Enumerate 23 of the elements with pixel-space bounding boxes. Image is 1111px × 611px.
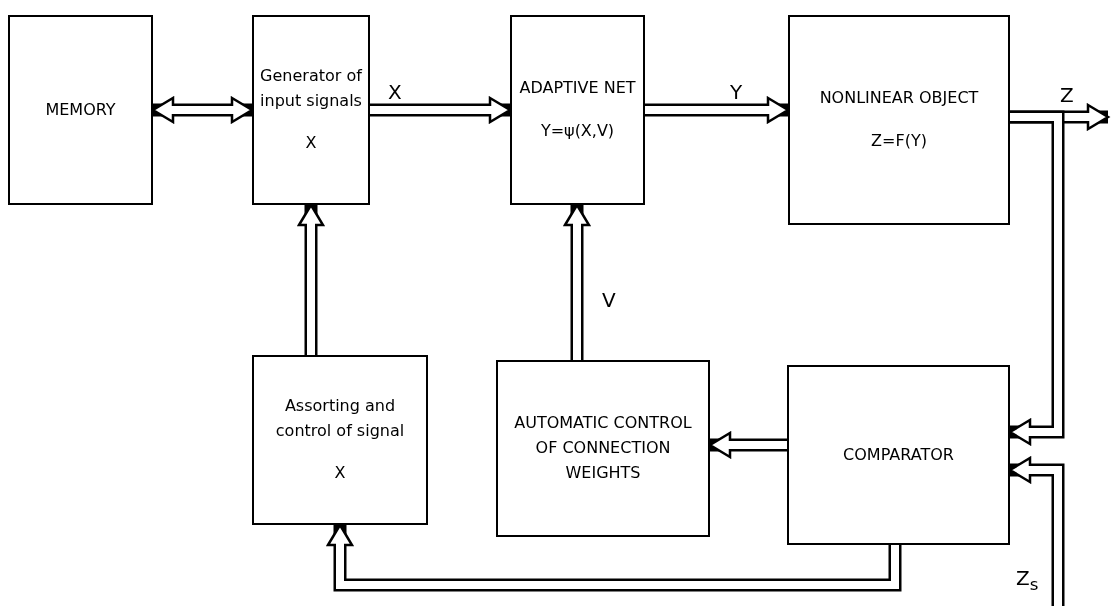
edge-label: Y: [730, 82, 743, 102]
process-box: [788, 15, 1010, 225]
process-box: [510, 15, 645, 205]
process-box: [8, 15, 153, 205]
process-box: [496, 360, 710, 537]
box-text: COMPARATOR: [843, 443, 954, 466]
box-text: NONLINEAR OBJECT: [819, 87, 979, 110]
box-text: Z=F(Y): [871, 130, 927, 152]
box-text: ADAPTIVE NET: [519, 77, 636, 100]
process-box: [252, 355, 428, 525]
box-text: X: [305, 132, 317, 155]
box-text: AUTOMATIC CONTROL OF CONNECTION WEIGHTS: [513, 412, 693, 484]
box-text: MEMORY: [45, 98, 116, 121]
edge-label: Z: [1060, 85, 1074, 105]
box-text: Assorting and control of signal: [274, 394, 406, 442]
edge-label: X: [388, 82, 402, 102]
process-box: [787, 365, 1010, 545]
edge-label: V: [602, 290, 616, 310]
box-text: Generator of input signals: [260, 64, 362, 112]
box-text: X: [334, 462, 346, 485]
process-box: [252, 15, 370, 205]
edge-label: Z$_{s}$: [1016, 568, 1039, 594]
box-text: Y=ψ(X,V): [540, 120, 615, 142]
